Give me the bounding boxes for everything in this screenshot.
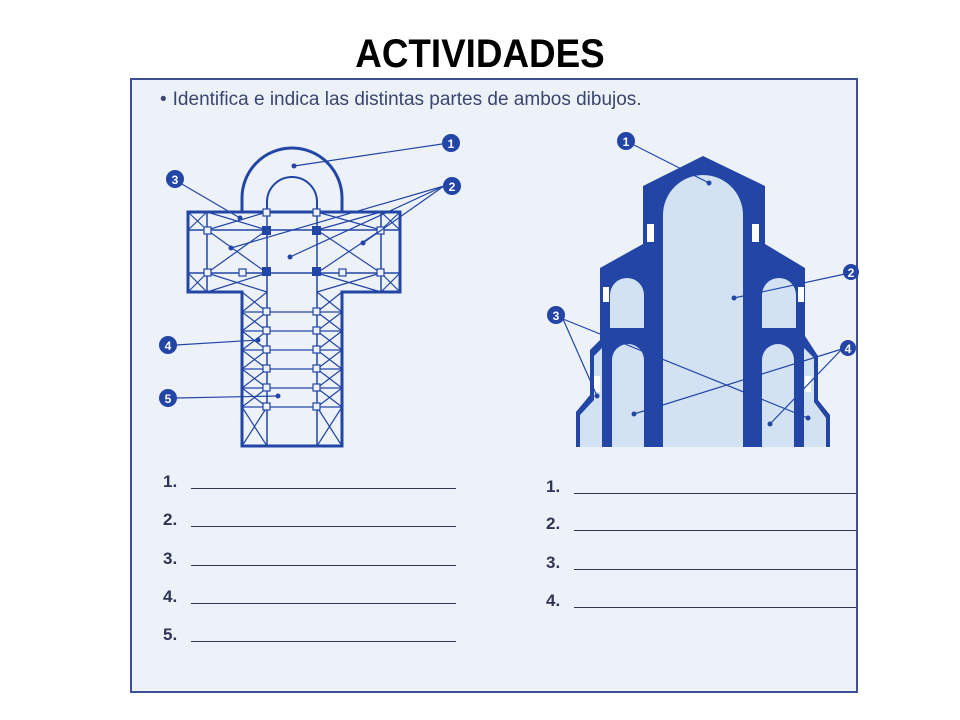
answer-blank[interactable] [191,641,456,642]
svg-text:3: 3 [553,309,560,323]
answer-number: 3. [546,553,561,572]
answer-blank[interactable] [574,607,856,608]
answer-blank[interactable] [574,569,856,570]
instruction-label: Identifica e indica las distintas partes… [172,89,642,110]
plan-callout-1: 1 [442,134,460,152]
svg-text:1: 1 [448,137,455,151]
answer-number: 2. [163,510,178,529]
instruction-text: •Identifica e indica las distintas parte… [160,89,642,111]
svg-text:2: 2 [848,266,855,280]
svg-text:5: 5 [165,392,172,406]
section-callout-4: 4 [840,340,856,356]
answer-blank[interactable] [574,530,856,531]
answer-number: 2. [546,514,561,533]
plan-callout-3: 3 [166,170,184,188]
answer-blank[interactable] [191,488,456,489]
svg-text:3: 3 [172,173,179,187]
answer-number: 1. [546,477,561,496]
answer-blank[interactable] [574,493,856,494]
answer-number: 5. [163,625,178,644]
page-title: ACTIVIDADES [355,32,605,76]
svg-text:4: 4 [165,339,172,353]
answer-number: 3. [163,549,178,568]
answer-blank[interactable] [191,526,456,527]
bullet-icon: • [160,89,167,110]
section-callout-1: 1 [617,132,635,150]
svg-text:2: 2 [449,180,456,194]
section-callout-3: 3 [547,306,565,324]
answer-blank[interactable] [191,603,456,604]
answer-number: 4. [546,591,561,610]
answer-blank[interactable] [191,565,456,566]
svg-text:1: 1 [623,135,630,149]
answer-number: 4. [163,587,178,606]
plan-callout-2: 2 [443,177,461,195]
section-callout-2: 2 [843,264,859,280]
floor-plan-drawing [174,143,445,448]
svg-text:4: 4 [845,342,852,356]
plan-callout-4: 4 [159,336,177,354]
answer-number: 1. [163,472,178,491]
cross-section-drawing [562,144,846,447]
plan-callout-5: 5 [159,389,177,407]
